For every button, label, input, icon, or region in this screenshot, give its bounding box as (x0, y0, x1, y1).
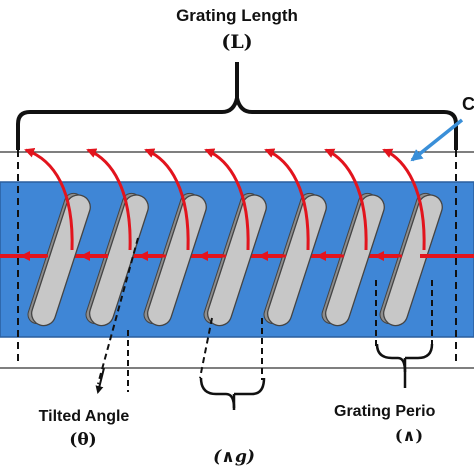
grating-plate (143, 192, 207, 327)
grating-length-symbol: (L) (221, 31, 252, 53)
cladding-coupling-arrow (264, 148, 310, 251)
grating-length-brace (16, 62, 458, 150)
tilted-angle-symbol: (θ) (69, 430, 96, 450)
grating-length-label: Grating Length (176, 6, 298, 25)
period-g-dashed-line (199, 317, 213, 379)
cladding-coupling-arrow (204, 148, 250, 251)
tilted-angle-label: Tilted Angle (39, 408, 130, 425)
grating-period-symbol: (∧) (395, 426, 423, 445)
grating-plate (379, 192, 443, 327)
cladding-coupling-arrow (86, 148, 132, 251)
cladding-mode-label: C (462, 94, 474, 114)
tilted-angle-dashed-line (97, 237, 139, 385)
grating-plate (27, 192, 91, 327)
cladding-mode-pointer-arrow (410, 118, 464, 162)
cladding-coupling-arrow (382, 148, 426, 251)
period-g-brace (199, 377, 266, 409)
grating-period-label: Grating Perio (334, 403, 436, 420)
cladding-coupling-arrow (144, 148, 190, 251)
cladding-coupling-arrow (324, 148, 368, 251)
cladding-coupling-arrow (24, 147, 74, 251)
tilted-angle-arrow (95, 367, 105, 394)
period-g-symbol: (∧g) (213, 447, 255, 467)
